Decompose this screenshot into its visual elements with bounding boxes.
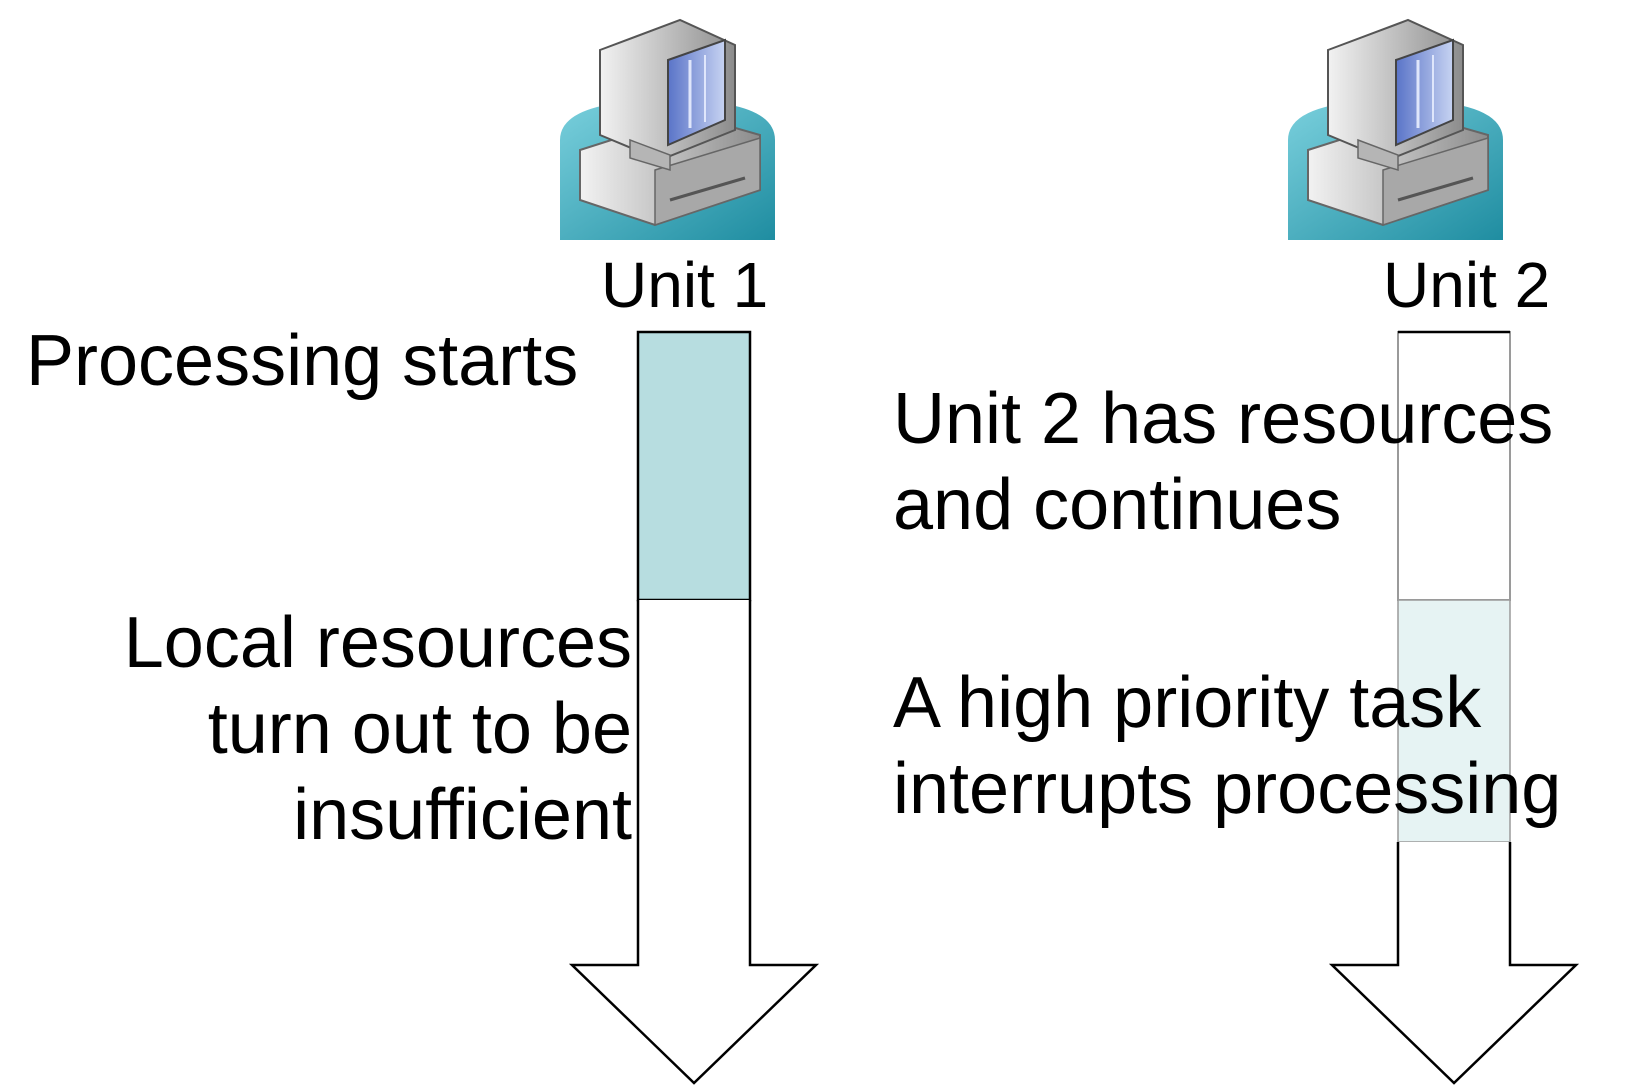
unit2-interrupt-segment bbox=[1397, 599, 1511, 843]
unit1-computer-icon bbox=[560, 10, 800, 245]
unit1-arrow-shaft bbox=[568, 600, 820, 1085]
unit1-label: Unit 1 bbox=[601, 249, 769, 321]
processing-starts-note: Processing starts bbox=[26, 321, 579, 401]
note-line: Local resources bbox=[123, 603, 632, 683]
high-priority-interrupt-note: A high priority task interrupts processi… bbox=[893, 660, 1561, 832]
note-line: Unit 2 has resources bbox=[893, 379, 1554, 459]
unit2-arrow-shaft bbox=[1328, 842, 1580, 1085]
unit2-continues-segment bbox=[1397, 331, 1511, 601]
unit1-timeline-arrow bbox=[568, 330, 820, 1085]
unit2-continues-note: Unit 2 has resources and continues bbox=[893, 376, 1553, 548]
note-line: turn out to be bbox=[207, 689, 632, 769]
unit2-computer-icon bbox=[1288, 10, 1528, 245]
note-line: interrupts processing bbox=[893, 749, 1562, 829]
unit2-label: Unit 2 bbox=[1383, 249, 1551, 321]
unit1-processing-segment bbox=[636, 330, 752, 602]
unit2-timeline-arrow bbox=[1328, 330, 1580, 1085]
note-line: A high priority task bbox=[893, 663, 1482, 743]
note-line: insufficient bbox=[293, 775, 632, 855]
note-line: and continues bbox=[893, 465, 1342, 545]
insufficient-resources-note: Local resources turn out to be insuffici… bbox=[124, 600, 632, 858]
